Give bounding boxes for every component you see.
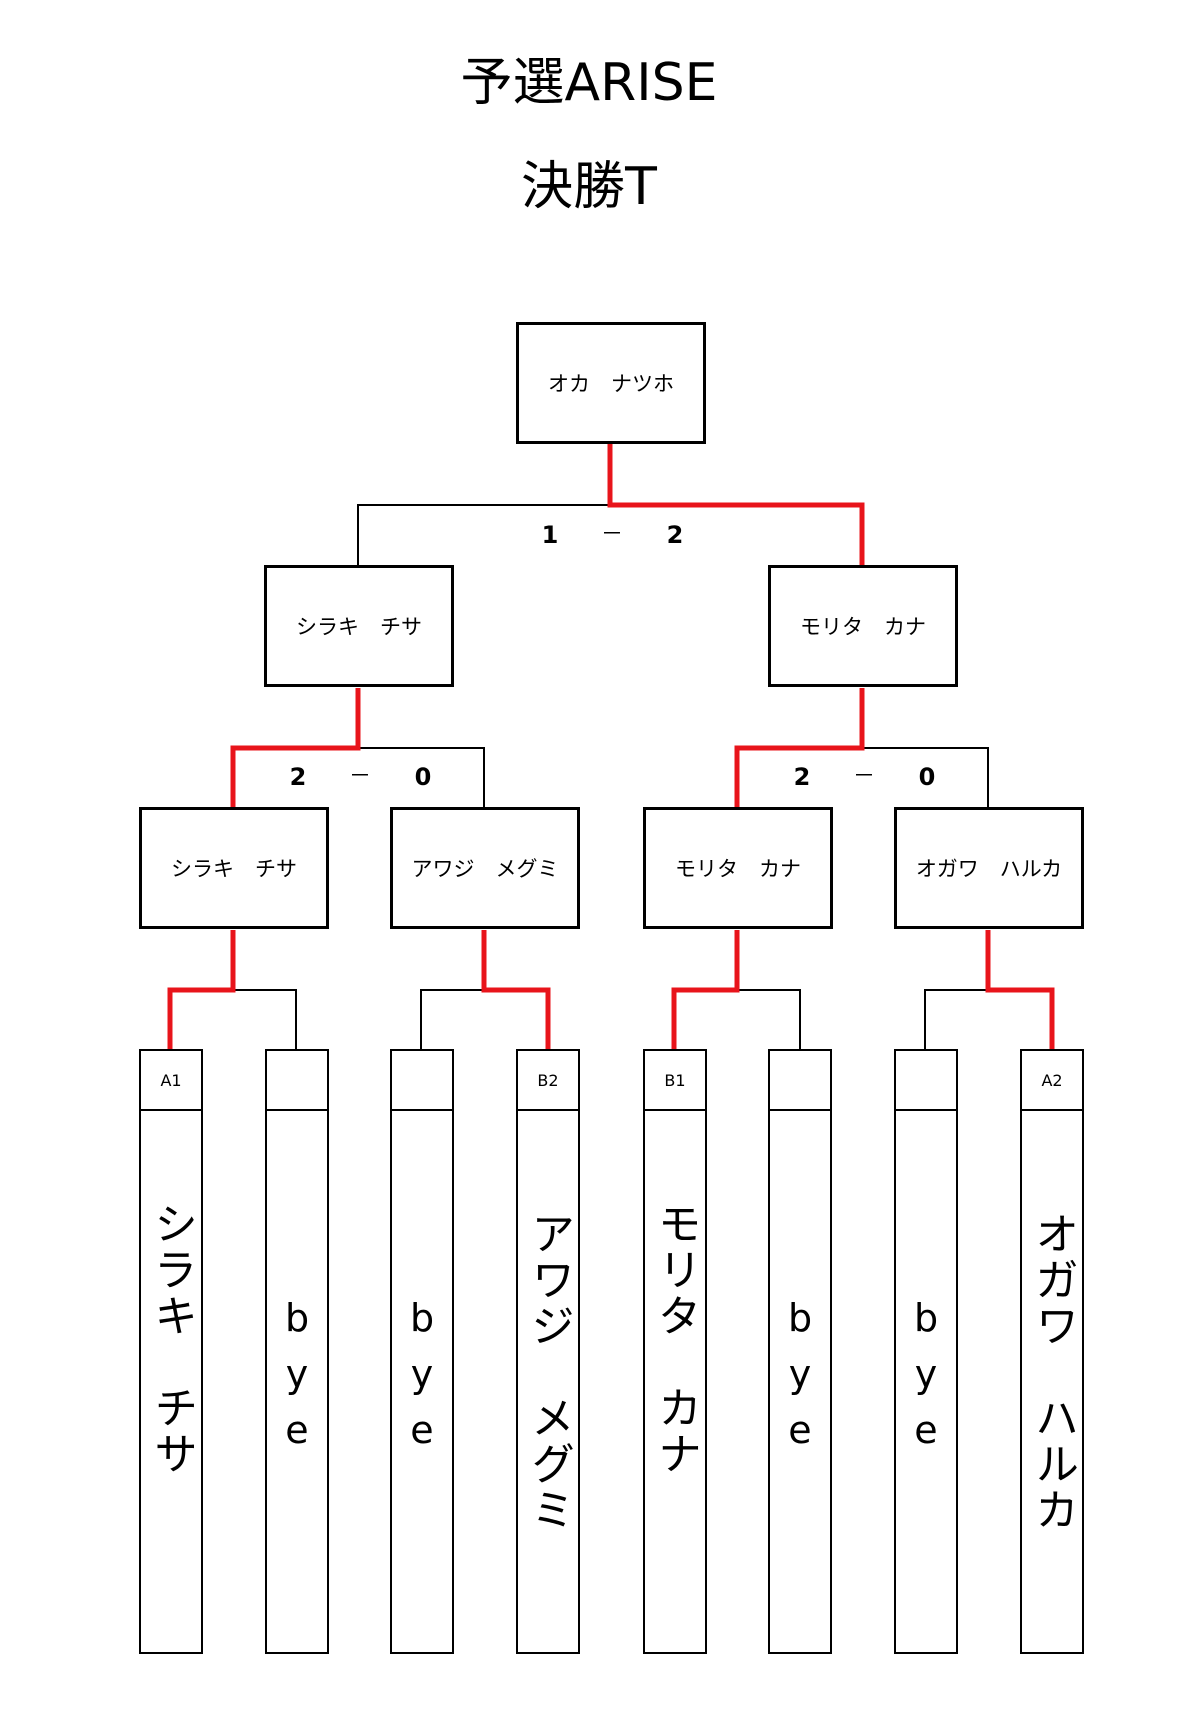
line-final-left — [357, 504, 610, 567]
entrant-seed-3 — [390, 1049, 454, 1111]
line-r1-m3-bye — [737, 989, 801, 1051]
entrant-seed-5: B1 — [643, 1049, 707, 1111]
entrant-name-7: bye — [894, 1109, 958, 1654]
semi1-score-dash: － — [348, 764, 371, 789]
entrant-seed-7 — [894, 1049, 958, 1111]
entrant-name-2: bye — [265, 1109, 329, 1654]
entrant-seed-8: A2 — [1020, 1049, 1084, 1111]
final-right-box: モリタ カナ — [768, 565, 958, 687]
entrant-name-2-text: bye — [275, 1296, 319, 1464]
bracket-title: 予選ARISE — [460, 53, 718, 113]
semi1-score-right: 0 — [414, 763, 432, 791]
entrant-name-5-text: モリタ カナ — [650, 1201, 701, 1477]
line-r1-m1-winner — [167, 930, 236, 1051]
semi1-right-box: アワジ メグミ — [390, 807, 580, 929]
line-semi1-right — [358, 747, 485, 809]
line-r1-m2-winner — [481, 930, 551, 1051]
semi2-right-box: オガワ ハルカ — [894, 807, 1084, 929]
entrant-name-3-text: bye — [400, 1296, 444, 1464]
semi2-score-dash: － — [852, 764, 875, 789]
entrant-seed-6 — [768, 1049, 832, 1111]
line-semi1-left-winner — [230, 688, 361, 809]
semi1-score-left: 2 — [289, 763, 307, 791]
semi1-left-box: シラキ チサ — [139, 807, 329, 929]
bracket-subtitle: 決勝T — [521, 157, 657, 217]
entrant-name-5: モリタ カナ — [643, 1109, 707, 1654]
entrant-seed-2 — [265, 1049, 329, 1111]
final-score-dash: － — [600, 522, 623, 547]
entrant-name-3: bye — [390, 1109, 454, 1654]
semi2-score-right: 0 — [918, 763, 936, 791]
line-r1-m2-bye — [420, 989, 484, 1051]
champion-box: オカ ナツホ — [516, 322, 706, 444]
entrant-seed-4: B2 — [516, 1049, 580, 1111]
entrant-name-8-text: オガワ ハルカ — [1027, 1211, 1078, 1533]
line-r1-m1-bye — [233, 989, 297, 1051]
line-r1-m4-winner — [985, 930, 1055, 1051]
line-semi2-right — [862, 747, 989, 809]
entrant-name-1: シラキ チサ — [139, 1109, 203, 1654]
line-semi2-left-winner — [734, 688, 865, 809]
line-r1-m4-bye — [924, 989, 988, 1051]
entrant-seed-1: A1 — [139, 1049, 203, 1111]
entrant-name-7-text: bye — [904, 1296, 948, 1464]
entrant-name-8: オガワ ハルカ — [1020, 1109, 1084, 1654]
entrant-name-1-text: シラキ チサ — [146, 1201, 197, 1477]
semi2-score-left: 2 — [793, 763, 811, 791]
line-r1-m3-winner — [671, 930, 740, 1051]
final-score-left: 1 — [541, 521, 559, 549]
line-final-right-winner — [607, 444, 865, 567]
entrant-name-4: アワジ メグミ — [516, 1109, 580, 1654]
semi2-left-box: モリタ カナ — [643, 807, 833, 929]
entrant-name-6: bye — [768, 1109, 832, 1654]
entrant-name-6-text: bye — [778, 1296, 822, 1464]
entrant-name-4-text: アワジ メグミ — [523, 1211, 574, 1533]
final-score-right: 2 — [666, 521, 684, 549]
final-left-box: シラキ チサ — [264, 565, 454, 687]
